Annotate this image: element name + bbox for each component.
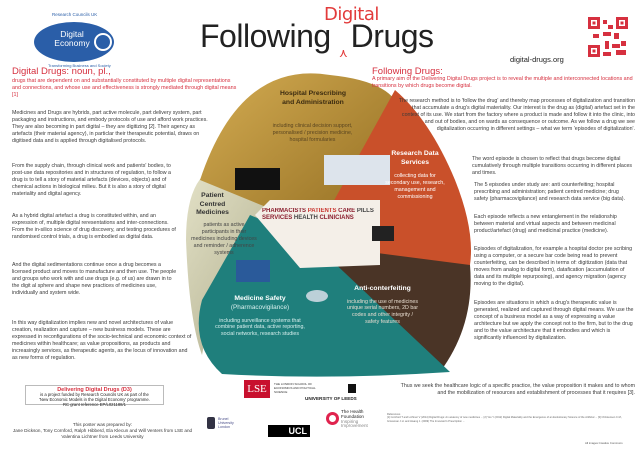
left-paragraph: As a hybrid digital artefact a drug is c… [12, 213, 176, 240]
leeds-logo[interactable]: UNIVERSITY OF LEEDS [305, 396, 357, 401]
left-paragraph: In this way digitalization implies new a… [12, 320, 192, 361]
laptop-image [372, 226, 394, 241]
definition-text: drugs that are dependent on and substant… [12, 78, 237, 98]
right-paragraph: The 5 episodes under study are: anti cou… [474, 182, 626, 202]
word-cloud [255, 200, 380, 268]
right-paragraph: Episodes of digitalization, for example … [474, 246, 633, 287]
hospital-body: including clinical decision support, per… [272, 123, 353, 143]
title-following: Following [200, 18, 331, 54]
right-paragraph: Episodes are situations in which a drug'… [474, 300, 634, 341]
medicine-safety-subtitle: (Pharmacovigilance) [230, 303, 290, 311]
wordcloud-word: HEALTH [293, 215, 318, 221]
logo-top-text: Research Councils UK [52, 12, 98, 17]
following-drugs-heading: Following Drugs: [372, 66, 443, 77]
prepared-names: Jane Dickson, Tony Cornford, Ralph Hibbe… [12, 428, 193, 439]
lse-logo[interactable]: LSE [244, 380, 270, 398]
right-paragraph: The word episode is chosen to reflect th… [472, 156, 633, 176]
medicine-safety-body: including surveillance systems that comb… [215, 317, 305, 338]
lse-logo-text: THE LONDON SCHOOL OF ECONOMICS AND POLIT… [274, 382, 316, 394]
project-line: 'New Economic Models in the Digital Econ… [39, 396, 150, 402]
left-paragraph: And the digital sedimentations continue … [12, 262, 177, 296]
wordcloud-word: SERVICES [262, 215, 293, 221]
cd-image [306, 290, 328, 302]
health-foundation-name: The Health Foundation [341, 409, 364, 419]
right-paragraph: Each episode reflects a new entanglement… [474, 214, 617, 234]
health-foundation-logo[interactable]: The Health Foundation Inspiring Improvem… [341, 409, 373, 429]
leeds-crest-icon [348, 384, 356, 393]
stethoscope-image [324, 155, 390, 185]
qr-code-icon[interactable] [588, 17, 628, 57]
ucl-logo[interactable]: UCL [268, 425, 310, 437]
research-body: collecting data for secondary use, resea… [385, 173, 445, 200]
wordcloud-word: CARE [338, 208, 356, 214]
wordcloud-word: PHARMACISTS [262, 208, 307, 214]
patient-title: Patient Centred Medicines [196, 192, 229, 216]
references-text: [1] Cornford T and Lichtner V (2014) Dig… [387, 416, 623, 423]
left-paragraph: Medicines and Drugs are hybrids, part ac… [12, 110, 208, 144]
project-line: RC grant reference EP/L021188/1 [62, 401, 126, 407]
prepared-label: This poster was prepared by: [72, 422, 133, 427]
logo-text: Digital [60, 29, 84, 39]
brunel-logo[interactable]: Brunel University London [218, 417, 234, 430]
digital-economy-logo: Research Councils UK Digital Economy Tra… [28, 12, 120, 70]
references-label: References [387, 413, 401, 416]
logo-ellipse-icon [34, 22, 114, 62]
image-credit: All images Creative Commons [585, 441, 623, 445]
anti-counterfeiting-title: Anti-conterfeiting [354, 285, 411, 292]
project-title: Delivering Digital Drugs (D3) [57, 387, 132, 393]
project-box: Delivering Digital Drugs (D3) is a proje… [25, 385, 164, 407]
project-line: is a project funded by Research Councils… [40, 392, 149, 397]
wordcloud-word: CLINICIANS [319, 215, 354, 221]
logo-text: Economy [54, 38, 90, 48]
wordcloud-word: PILLS [356, 208, 374, 214]
health-foundation-tagline: Inspiring Improvement [341, 418, 368, 429]
medicine-safety-title: Medicine Safety [234, 295, 286, 302]
health-foundation-ring-icon [326, 412, 339, 425]
title-drugs: Drugs [350, 18, 434, 54]
research-title: Research Data Services [391, 150, 439, 166]
hospital-title: Hospital Prescribing and Administration [279, 90, 347, 106]
patient-body: patients as active participants in their… [191, 222, 257, 256]
caret-icon: ⋏ [339, 46, 348, 60]
wordcloud-word: PATIENTS [307, 208, 337, 214]
pills-image [236, 260, 270, 282]
definition-heading: Digital Drugs: noun, pl., [12, 66, 111, 77]
logo-bottom-text: Transforming Business and Society [48, 63, 111, 68]
website-link[interactable]: digital-drugs.org [510, 55, 564, 64]
anti-counterfeiting-body: including the use of medicines unique se… [347, 298, 418, 326]
right-paragraph: Thus we seek the healthcare logic of a s… [400, 383, 635, 396]
left-paragraph: From the supply chain, through clinical … [12, 163, 171, 197]
right-paragraph: The research method is to 'follow the dr… [398, 98, 635, 132]
poster-title: Following Drugs Digital ⋏ [200, 4, 434, 60]
brunel-crest-icon [207, 417, 215, 429]
following-drugs-intro: A primary aim of the Delivering Digital … [372, 76, 633, 89]
patient-image [235, 168, 280, 190]
title-digital-insert: Digital [324, 4, 379, 25]
